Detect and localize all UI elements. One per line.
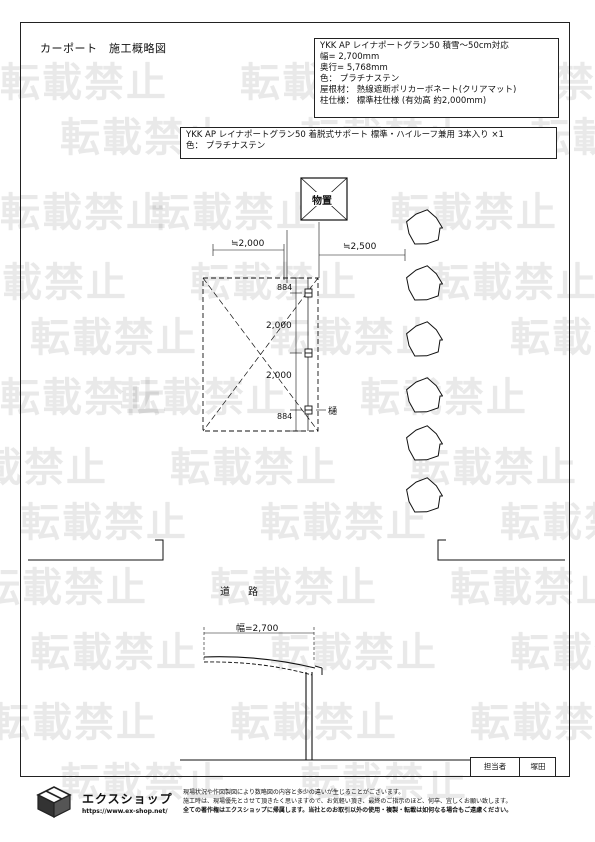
drawing-frame (20, 22, 570, 777)
gutter-label: 樋 (328, 407, 338, 417)
dimension-left-label: ≒2,000 (231, 239, 265, 249)
logo-url: https://www.ex-shop.net/ (82, 808, 168, 815)
footer: エクスショップ https://www.ex-shop.net/ 現場状況や作図… (20, 778, 570, 822)
signature-box: 担当者 塚田 (470, 757, 556, 777)
option-line-color: 色： プラチナステン (186, 141, 266, 151)
spec-line-width: 幅= 2,700mm (320, 52, 380, 62)
post-dimension-line (290, 277, 302, 432)
dimension-top-overhang: 884 (277, 283, 293, 292)
hedge-shrubs (406, 209, 443, 513)
road-edge (28, 539, 565, 561)
elevation-view (180, 627, 470, 761)
shrub (406, 209, 443, 245)
road-label: 道 路 (220, 587, 262, 598)
dimension-right (318, 222, 406, 278)
shrub (406, 265, 443, 301)
storage-shed (300, 177, 348, 221)
dimension-span-1: 2,000 (266, 321, 292, 331)
dimension-right-label: ≒2,500 (343, 242, 377, 252)
shrub (406, 321, 443, 357)
footer-note-2: 施工時は、現場優先とさせて頂きたく思いますので、お気軽い頂き、最終のご指示のほど… (183, 798, 512, 805)
elevation-width-label: 幅=2,700 (236, 624, 279, 634)
footer-notes: 現場状況や作図製図により数略図の内容と多少の違いが生じることがございます。 施工… (183, 788, 563, 815)
page-title: カーポート 施工概略図 (40, 42, 167, 55)
spec-line-depth: 奥行= 5,768mm (320, 63, 388, 73)
spec-line-color: 色： プラチナステン (320, 74, 400, 84)
dimension-bottom-overhang: 884 (277, 412, 293, 421)
shrub (406, 425, 443, 461)
signature-label: 担当者 (471, 758, 520, 776)
spec-line-model: YKK AP レイナポートグラン50 積雪～50cm対応 (320, 41, 509, 51)
footer-note-3: 全ての著作権はエクスショップに帰属します。当社とのお取引以外の使用・複製・転載は… (183, 807, 513, 814)
dimension-span-2: 2,000 (266, 371, 292, 381)
footer-note-1: 現場状況や作図製図により数略図の内容と多少の違いが生じることがございます。 (183, 789, 405, 796)
option-line-model: YKK AP レイナポートグラン50 着脱式サポート 標準・ハイルーフ兼用 3本… (186, 130, 504, 140)
option-box: YKK AP レイナポートグラン50 着脱式サポート 標準・ハイルーフ兼用 3本… (180, 127, 557, 159)
posts (304, 288, 313, 415)
shrub (406, 477, 443, 513)
logo-box-icon (36, 786, 72, 818)
dimension-left (212, 230, 288, 283)
signature-value: 塚田 (530, 762, 546, 771)
storage-label: 物置 (312, 196, 332, 207)
spec-line-roof: 屋根材： 熱線遮断ポリカーボネート(クリアマット) (320, 85, 517, 95)
logo-text: エクスショップ (82, 792, 173, 806)
carport-footprint (202, 277, 319, 432)
shrub (406, 377, 443, 413)
spec-line-post: 柱仕様： 標準柱仕様 (有効高 約2,000mm) (320, 96, 487, 106)
spec-box: YKK AP レイナポートグラン50 積雪～50cm対応 幅= 2,700mm … (314, 38, 559, 118)
